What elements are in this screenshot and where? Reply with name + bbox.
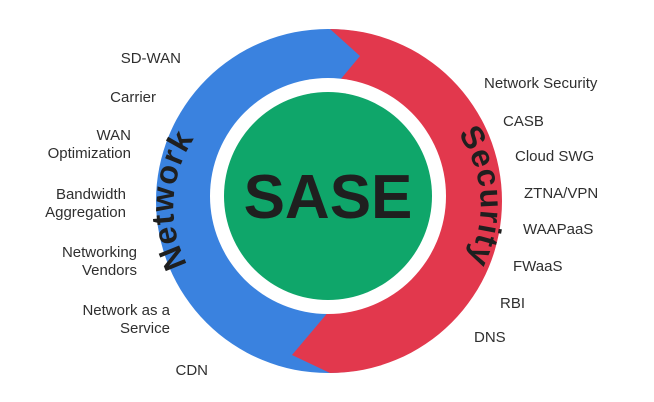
center-title: SASE xyxy=(244,163,413,232)
security-item-cloud-swg: Cloud SWG xyxy=(515,148,595,165)
security-item-waapaas: WAAPaaS xyxy=(523,221,594,238)
security-item-dns: DNS xyxy=(474,329,506,346)
sase-core xyxy=(224,92,432,300)
security-item-network-security: Network Security xyxy=(484,75,598,92)
security-item-fwaas: FWaaS xyxy=(513,258,563,275)
network-item-bandwidth-aggregation: Bandwidth Aggregation xyxy=(45,186,126,221)
network-item-carrier: Carrier xyxy=(110,89,156,106)
security-item-casb: CASB xyxy=(503,113,544,130)
network-item-networking-vendors: Networking Vendors xyxy=(61,244,137,279)
network-item-wan-optimization: WAN Optimization xyxy=(47,127,131,162)
security-item-rbi: RBI xyxy=(500,295,526,312)
network-item-sd-wan: SD-WAN xyxy=(120,50,181,67)
network-item-cdn: CDN xyxy=(175,362,209,379)
network-item-network-as-a-service: Network as a Service xyxy=(82,302,170,337)
security-item-ztna-vpn: ZTNA/VPN xyxy=(524,185,599,202)
